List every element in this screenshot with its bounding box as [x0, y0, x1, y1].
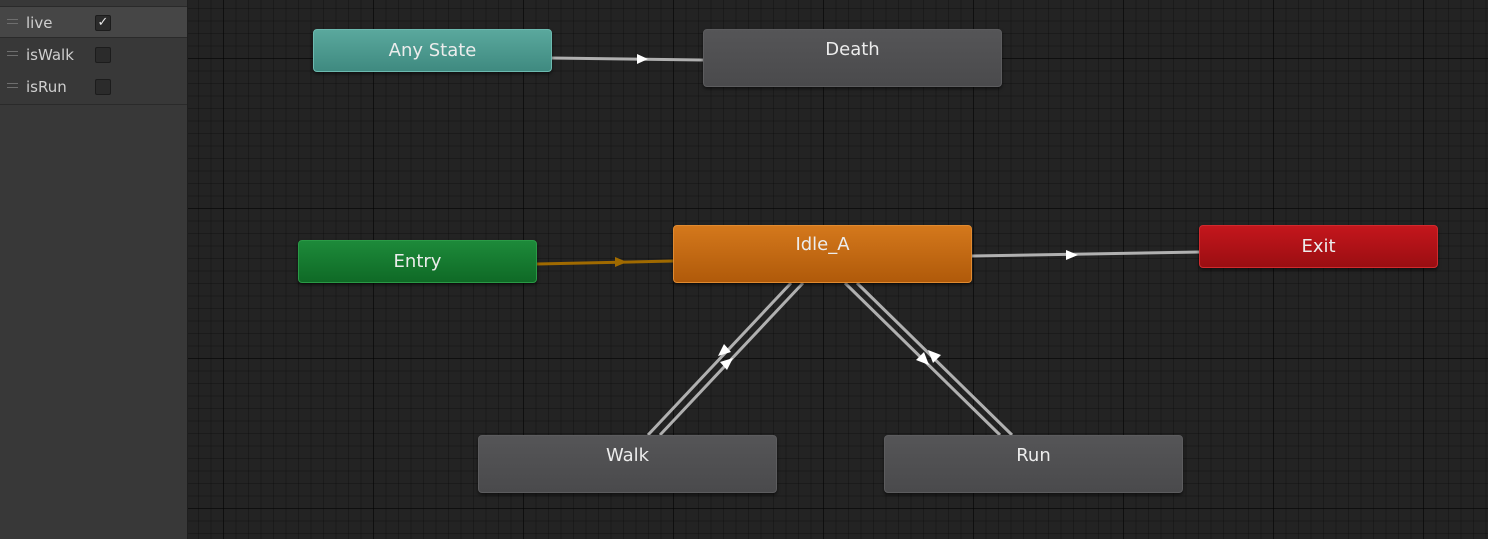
transition-arrow-icon [615, 257, 627, 267]
state-node-entry[interactable]: Entry [298, 240, 537, 283]
parameter-row-live[interactable]: live ✓ [0, 6, 187, 38]
drag-handle-icon[interactable] [7, 19, 18, 24]
state-node-idle-a[interactable]: Idle_A [673, 225, 972, 283]
transition-arrow-icon [637, 54, 648, 64]
parameter-name: isWalk [26, 46, 74, 64]
transition-entry-idle[interactable] [536, 259, 675, 266]
panel-divider [0, 104, 187, 105]
parameter-checkbox[interactable] [95, 79, 111, 95]
transition-arrow-icon [916, 352, 929, 365]
parameter-name: live [26, 14, 53, 32]
transition-idle-walk[interactable] [646, 281, 793, 437]
transition-arrow-icon [718, 344, 731, 356]
state-node-exit[interactable]: Exit [1199, 225, 1438, 268]
parameter-row-isrun[interactable]: isRun [0, 71, 187, 103]
transition-arrow-icon [1066, 250, 1078, 260]
transition-arrow-icon [720, 358, 733, 370]
state-node-run[interactable]: Run [884, 435, 1183, 493]
state-node-any-state[interactable]: Any State [313, 29, 552, 72]
transition-arrow-icon [928, 350, 941, 363]
transition-idle-exit[interactable] [970, 250, 1201, 258]
transition-anystate-death[interactable] [550, 56, 705, 62]
drag-handle-icon[interactable] [7, 83, 18, 88]
parameter-row-iswalk[interactable]: isWalk [0, 39, 187, 71]
state-node-death[interactable]: Death [703, 29, 1002, 87]
parameters-panel: live ✓ isWalk isRun [0, 0, 188, 539]
parameter-checkbox[interactable] [95, 47, 111, 63]
state-node-walk[interactable]: Walk [478, 435, 777, 493]
parameter-checkbox[interactable]: ✓ [95, 15, 111, 31]
drag-handle-icon[interactable] [7, 51, 18, 56]
parameter-name: isRun [26, 78, 67, 96]
